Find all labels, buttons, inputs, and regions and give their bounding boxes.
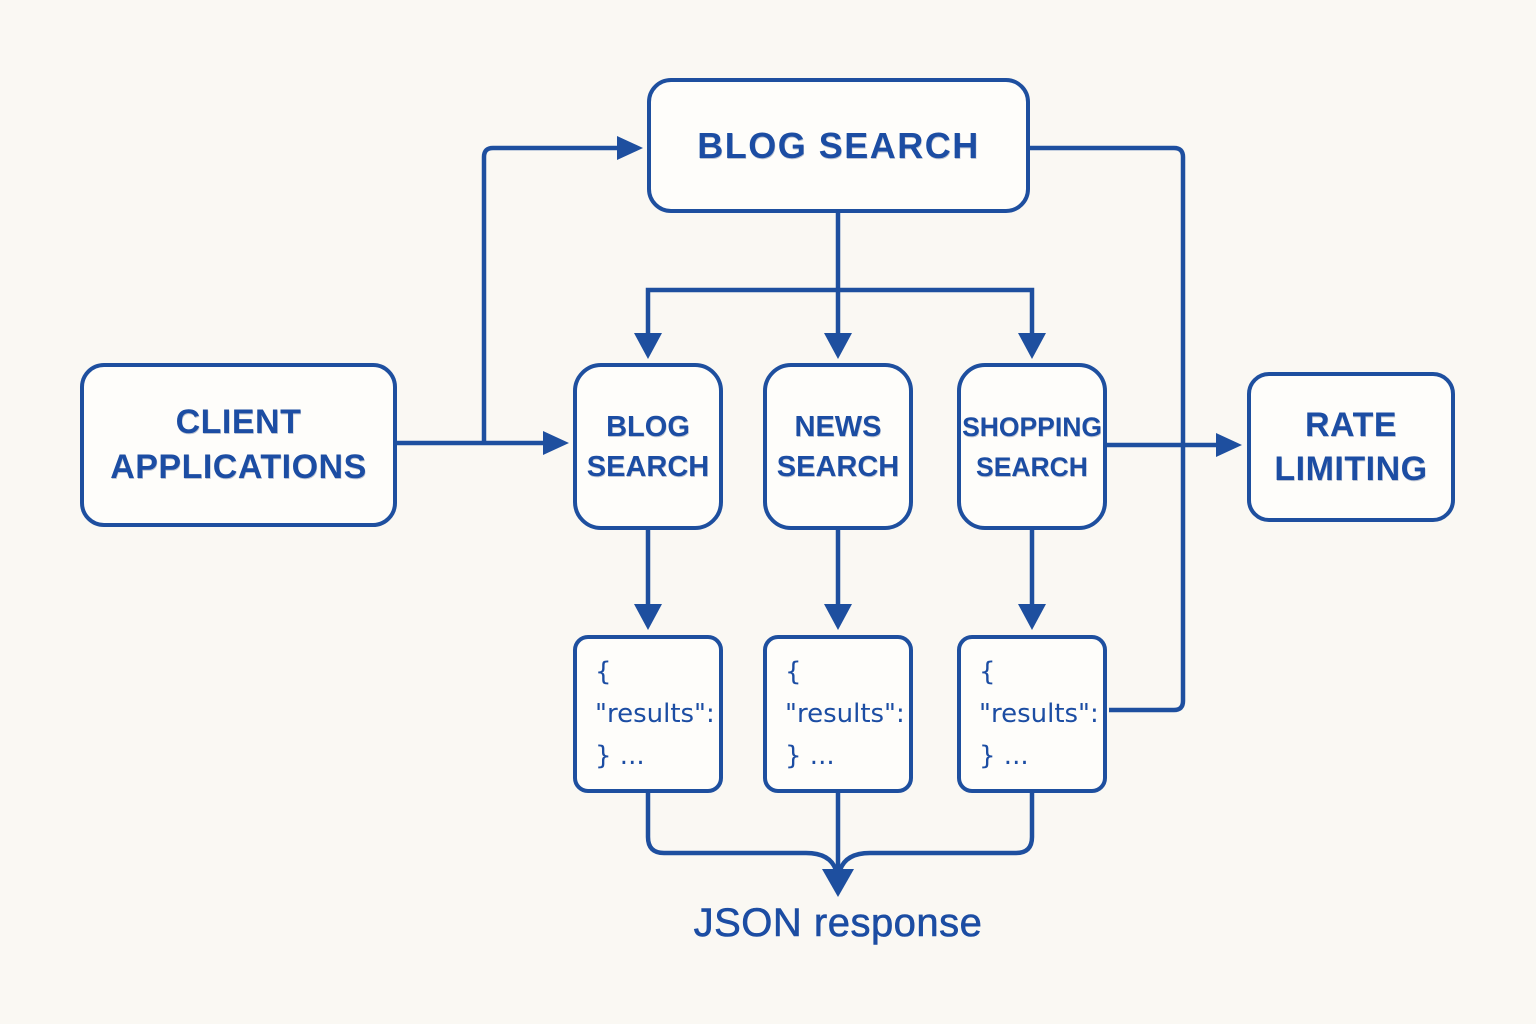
node-rate-limiting-label: RATE LIMITING [1274,406,1428,488]
node-news-results: { "results": } ... [763,635,913,793]
node-news-search-label: NEWS SEARCH [776,410,900,483]
node-blog-search-label: BLOG SEARCH [586,410,710,483]
json-response-caption: JSON response [693,901,983,946]
arrowhead-bar-to-news-search [824,333,852,359]
arrowhead-into-json-response [822,869,854,897]
shopping-results-line-2: "results": [979,699,1099,729]
news-results-line-1: { [785,657,802,687]
node-shopping-search-label: SHOPPING SEARCH [962,411,1102,482]
blog-results-line-1: { [595,657,612,687]
node-blog-search: BLOG SEARCH [573,363,723,530]
arrowhead-bar-to-shopping-search [1018,333,1046,359]
news-results-line-3: } ... [785,741,835,771]
node-shopping-results: { "results": } ... [957,635,1107,793]
connector-merge-left [645,793,839,871]
node-blog-search-top: BLOG SEARCH [647,78,1030,213]
arrowhead-into-rate-limiting [1216,433,1242,457]
node-rate-limiting: RATE LIMITING [1247,372,1455,522]
shopping-results-line-1: { [979,657,996,687]
connector-top-to-shopping-results [1030,145,1186,713]
node-client-applications-label: CLIENT APPLICATIONS [110,403,367,486]
blog-results-line-3: } ... [595,741,645,771]
arrowhead-into-blog-search [543,431,569,455]
connector-distribution-bar [645,287,1035,334]
arrowhead-into-news-results [824,604,852,630]
node-shopping-search: SHOPPING SEARCH [957,363,1107,530]
node-blog-search-top-label: BLOG SEARCH [697,124,980,166]
arrowhead-into-shopping-results [1018,604,1046,630]
connector-client-branch-to-top [481,145,618,443]
node-blog-results: { "results": } ... [573,635,723,793]
arrowhead-into-blog-results [634,604,662,630]
node-news-search: NEWS SEARCH [763,363,913,530]
node-client-applications: CLIENT APPLICATIONS [80,363,397,527]
news-results-line-2: "results": [785,699,905,729]
blog-results-line-2: "results": [595,699,715,729]
connector-merge-right [837,793,1035,871]
arrowhead-into-top-blog-search [617,136,643,160]
shopping-results-line-3: } ... [979,741,1029,771]
arrowhead-bar-to-blog-search [634,333,662,359]
